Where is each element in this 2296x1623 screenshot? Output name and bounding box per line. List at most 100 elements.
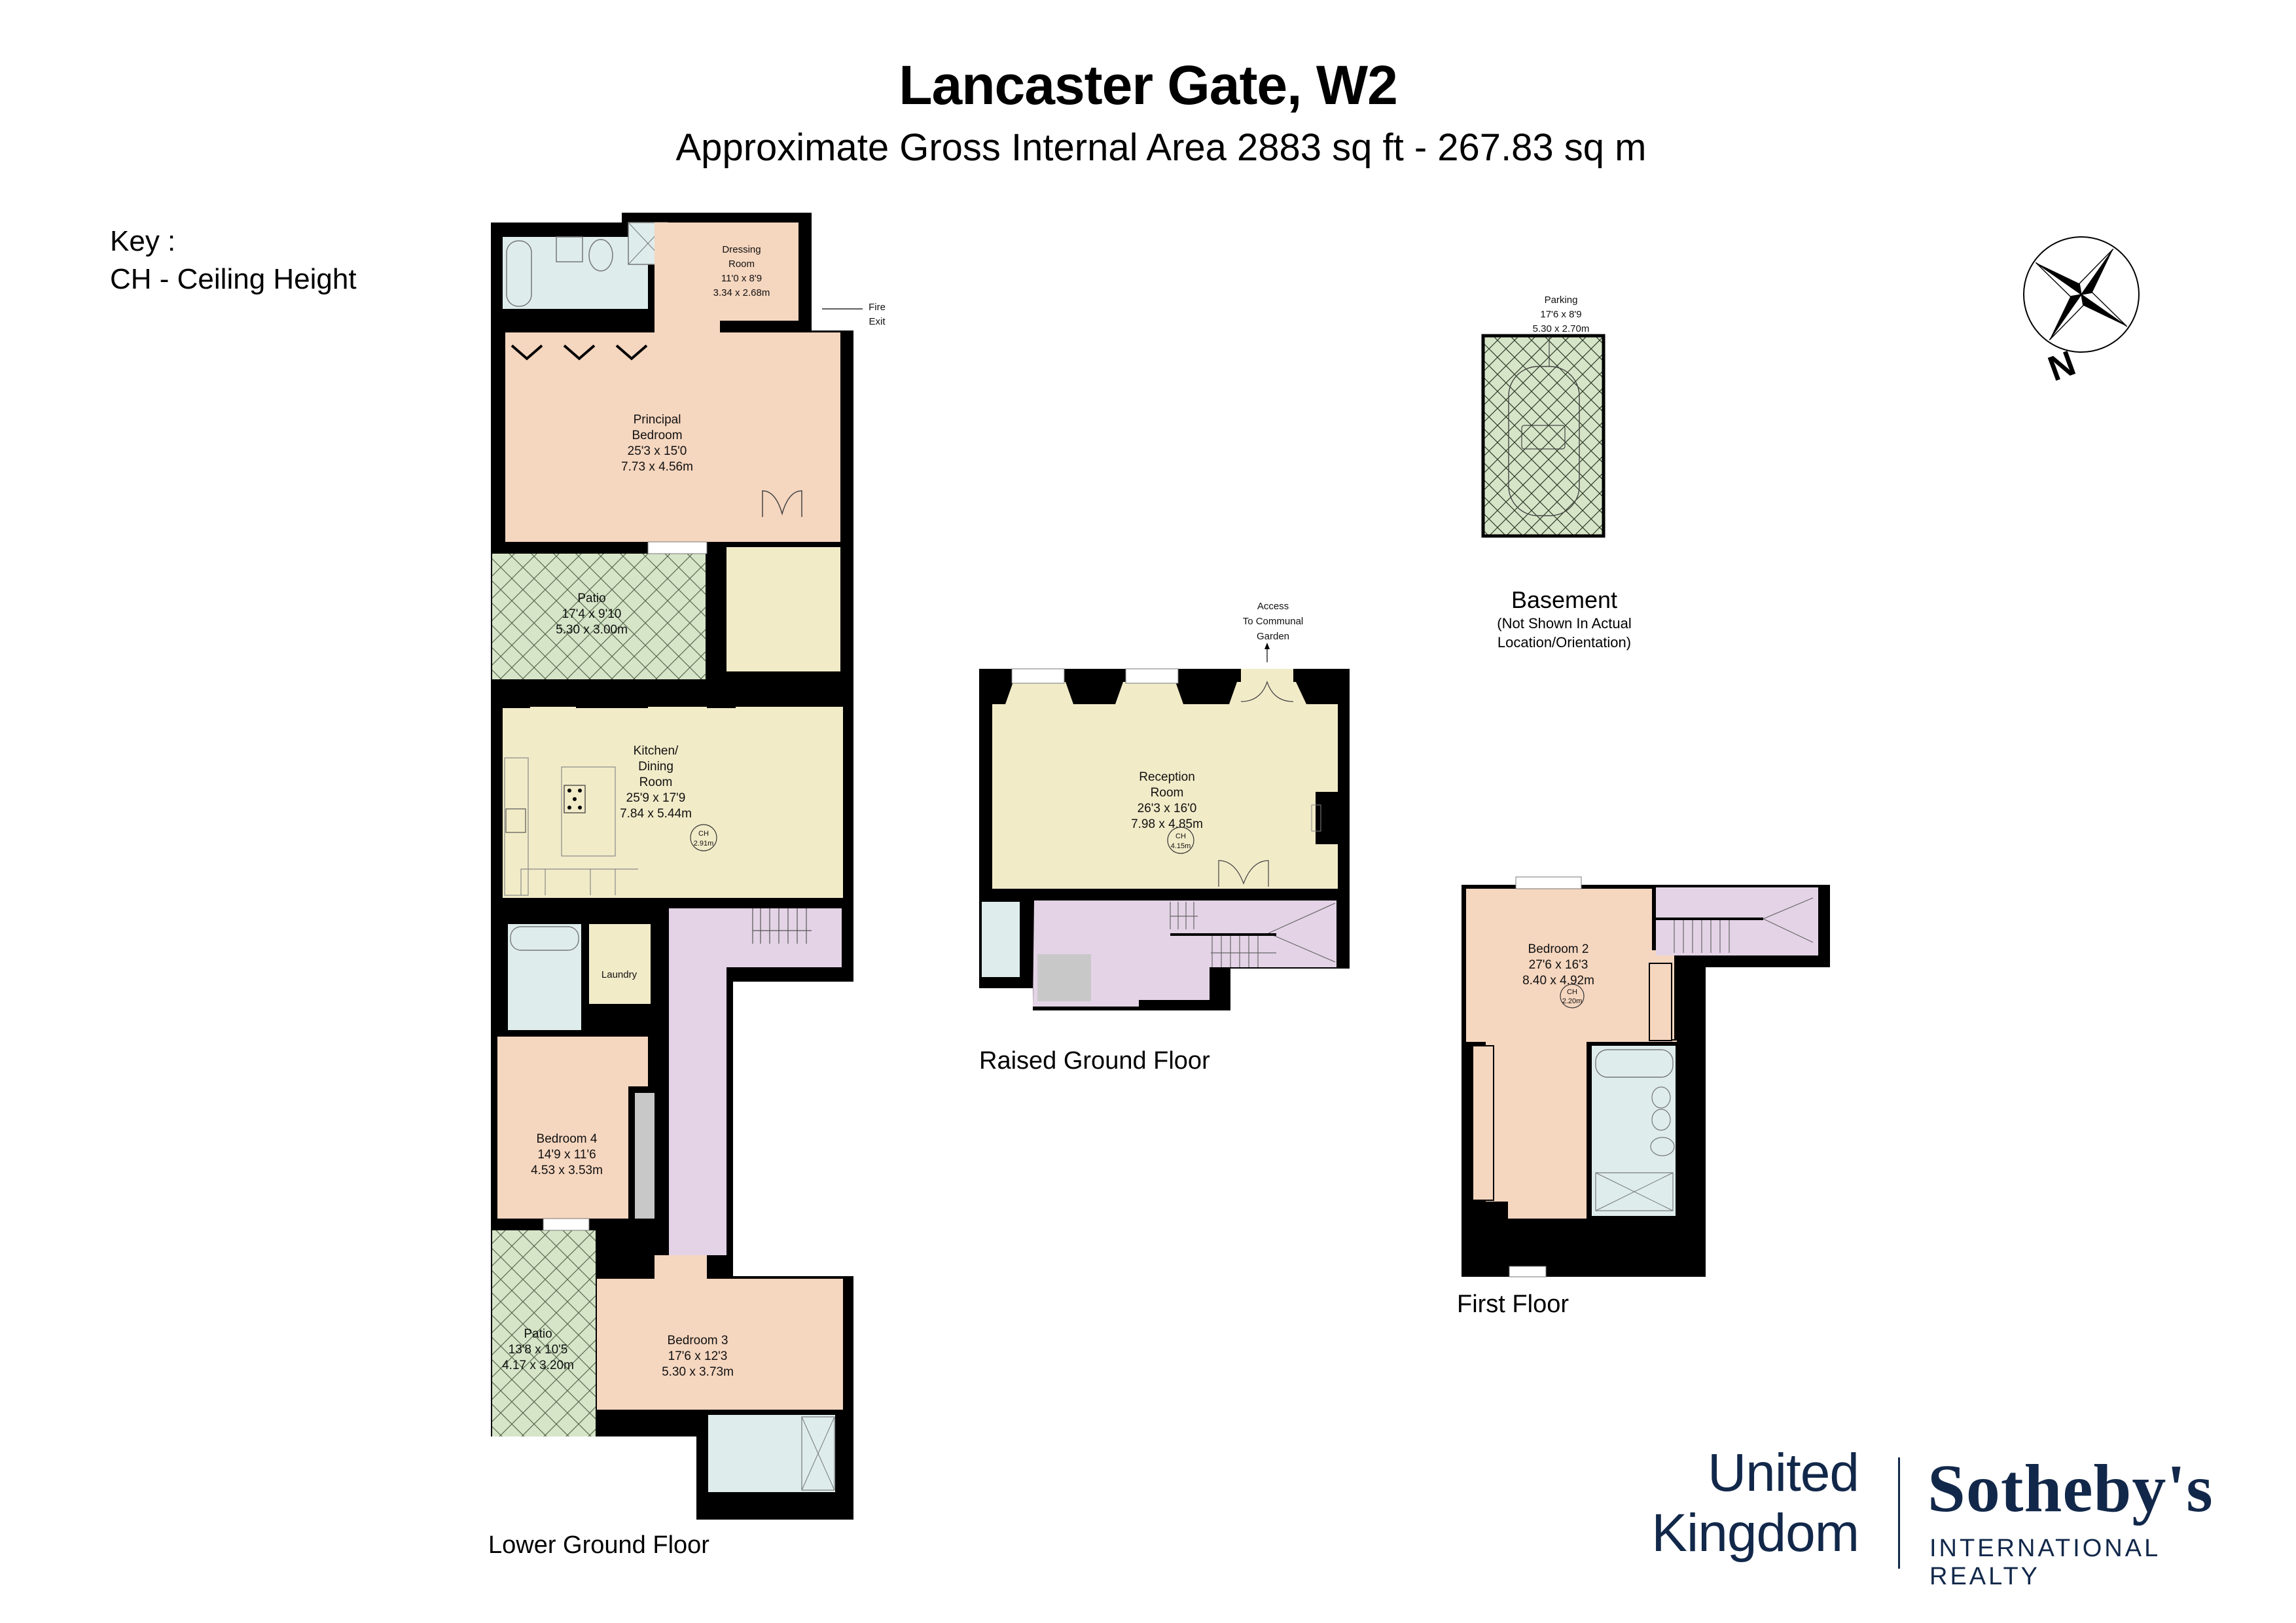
label-bedroom-2-imperial: 27'6 x 16'3 bbox=[1529, 958, 1588, 972]
basement-note-2: Location/Orientation) bbox=[1497, 634, 1632, 651]
label-fire-exit-2: Exit bbox=[869, 316, 886, 327]
key-entry-ceiling-height: CH - Ceiling Height bbox=[110, 263, 357, 295]
label-parking-imperial: 17'6 x 8'9 bbox=[1540, 309, 1581, 320]
room-kitchen-dining bbox=[503, 707, 843, 898]
logo-divider bbox=[1898, 1457, 1900, 1569]
room-garden-room bbox=[726, 547, 840, 671]
label-bedroom-3-imperial: 17'6 x 12'3 bbox=[668, 1349, 728, 1363]
room-patio-upper bbox=[492, 554, 706, 679]
label-kitchen-imperial: 25'9 x 17'9 bbox=[626, 791, 686, 805]
label-bedroom-4-imperial: 14'9 x 11'6 bbox=[537, 1148, 596, 1162]
lower-ground-hallway bbox=[657, 908, 842, 1255]
room-bathroom-lg bbox=[508, 924, 581, 1030]
toilet-icon bbox=[1650, 1137, 1675, 1156]
label-bedroom-4-name: Bedroom 4 bbox=[537, 1132, 598, 1146]
logo-brand-name: Sotheby's bbox=[1928, 1451, 2214, 1526]
label-bedroom-2-name: Bedroom 2 bbox=[1528, 942, 1589, 956]
toilet-icon bbox=[588, 239, 613, 272]
ch-label-kitchen: CH bbox=[698, 830, 709, 838]
room-parking bbox=[1481, 334, 1605, 538]
raised-ground-hallway bbox=[1033, 901, 1336, 1007]
label-patio-lower-imperial: 13'8 x 10'5 bbox=[509, 1343, 568, 1357]
label-bedroom-2-metric: 8.40 x 4.92m bbox=[1522, 974, 1594, 988]
floor-label-first-floor: First Floor bbox=[1457, 1291, 1569, 1318]
room-shower-room bbox=[708, 1415, 835, 1492]
first-floor-landing bbox=[1656, 887, 1818, 955]
staircase-icon bbox=[752, 908, 812, 944]
room-dressing-room bbox=[655, 223, 798, 334]
ceiling-height-badge-kitchen bbox=[690, 824, 717, 851]
label-bedroom-3-name: Bedroom 3 bbox=[668, 1334, 728, 1347]
label-kitchen-name-3: Room bbox=[639, 776, 673, 789]
key-legend: Key : CH - Ceiling Height bbox=[110, 223, 357, 298]
ch-label-bedroom-2: CH bbox=[1567, 988, 1577, 996]
label-dressing-room-imperial: 11'0 x 8'9 bbox=[721, 273, 762, 284]
ceiling-height-badge-reception bbox=[1167, 827, 1194, 854]
logo-tagline: INTERNATIONAL REALTY bbox=[1929, 1535, 2160, 1590]
ch-value-reception: 4.15m bbox=[1171, 842, 1191, 850]
label-principal-bedroom-metric: 7.73 x 4.56m bbox=[621, 460, 693, 474]
label-parking-metric: 5.30 x 2.70m bbox=[1533, 323, 1590, 334]
basement-plan: Parking 17'6 x 8'9 5.30 x 2.70m bbox=[1481, 294, 1605, 538]
bathroom-principal bbox=[503, 237, 648, 309]
raised-ground-floor-plan: Access To Communal Garden Reception Room… bbox=[979, 601, 1350, 1010]
label-fire-exit-1: Fire bbox=[869, 302, 886, 313]
ceiling-height-badge-bedroom-2 bbox=[1560, 984, 1585, 1008]
car-icon bbox=[1508, 366, 1580, 516]
storage-cupboard-rg bbox=[1037, 954, 1091, 1001]
compass-rose-icon bbox=[2023, 236, 2140, 353]
ch-label-reception: CH bbox=[1175, 832, 1186, 840]
room-bedroom-2 bbox=[1466, 889, 1677, 1219]
label-parking-name: Parking bbox=[1545, 294, 1578, 306]
arrow-up-icon bbox=[1265, 643, 1270, 649]
floor-label-lower-ground: Lower Ground Floor bbox=[488, 1531, 709, 1559]
label-dressing-room-metric: 3.34 x 2.68m bbox=[713, 287, 770, 298]
lower-ground-floor-plan: Dressing Room 11'0 x 8'9 3.34 x 2.68m Fi… bbox=[491, 213, 886, 1520]
room-patio-lower bbox=[492, 1230, 596, 1436]
room-cloakroom-wc bbox=[982, 902, 1020, 977]
label-access-note-1: Access bbox=[1257, 601, 1289, 612]
label-bedroom-3-metric: 5.30 x 3.73m bbox=[662, 1365, 734, 1379]
logo-region: United Kingdom bbox=[1623, 1443, 1859, 1563]
label-access-note-3: Garden bbox=[1257, 631, 1289, 642]
room-reception bbox=[992, 682, 1338, 889]
label-dressing-room-name-2: Room bbox=[728, 259, 755, 270]
logo-region-line-1: United bbox=[1707, 1443, 1859, 1503]
label-principal-bedroom-imperial: 25'3 x 15'0 bbox=[628, 444, 687, 458]
kitchen-sink-icon bbox=[505, 808, 526, 833]
label-patio-upper-metric: 5.30 x 3.00m bbox=[556, 623, 628, 637]
floor-label-basement: Basement bbox=[1511, 586, 1618, 613]
sink-icon bbox=[1651, 1086, 1671, 1109]
hob-icon bbox=[564, 785, 586, 813]
ch-value-kitchen: 2.91m bbox=[694, 840, 714, 847]
gross-area-subtitle: Approximate Gross Internal Area 2883 sq … bbox=[675, 126, 1647, 169]
room-bedroom-3 bbox=[597, 1279, 843, 1410]
first-floor-plan: Bedroom 2 27'6 x 16'3 8.40 x 4.92m CH 2.… bbox=[1462, 876, 1830, 1277]
label-kitchen-name-1: Kitchen/ bbox=[634, 744, 679, 758]
page-title: Lancaster Gate, W2 bbox=[899, 54, 1398, 116]
staircase-icon bbox=[1170, 902, 1336, 967]
sink-icon bbox=[556, 236, 583, 262]
basement-note-1: (Not Shown In Actual bbox=[1497, 615, 1632, 632]
label-reception-metric: 7.98 x 4.85m bbox=[1131, 817, 1203, 831]
label-dressing-room-name-1: Dressing bbox=[722, 244, 761, 255]
label-patio-upper-name: Patio bbox=[577, 592, 605, 605]
label-reception-imperial: 26'3 x 16'0 bbox=[1138, 802, 1197, 815]
ch-value-bedroom-2: 2.20m bbox=[1562, 997, 1583, 1005]
kitchen-island bbox=[561, 766, 616, 857]
label-reception-name-1: Reception bbox=[1139, 770, 1195, 784]
label-laundry: Laundry bbox=[601, 969, 637, 980]
label-patio-lower-metric: 4.17 x 3.20m bbox=[502, 1359, 574, 1372]
room-bathroom-ff bbox=[1592, 1046, 1676, 1216]
floor-label-raised-ground: Raised Ground Floor bbox=[979, 1047, 1210, 1075]
room-bedroom-4 bbox=[497, 1037, 648, 1219]
label-principal-bedroom-name-1: Principal bbox=[634, 413, 681, 427]
label-patio-upper-imperial: 17'4 x 9'10 bbox=[562, 607, 622, 621]
label-patio-lower-name: Patio bbox=[524, 1327, 552, 1341]
key-heading: Key : bbox=[110, 225, 176, 257]
label-principal-bedroom-name-2: Bedroom bbox=[632, 429, 682, 442]
room-laundry bbox=[589, 924, 651, 1004]
label-kitchen-name-2: Dining bbox=[638, 760, 673, 774]
label-access-note-2: To Communal bbox=[1243, 616, 1304, 627]
